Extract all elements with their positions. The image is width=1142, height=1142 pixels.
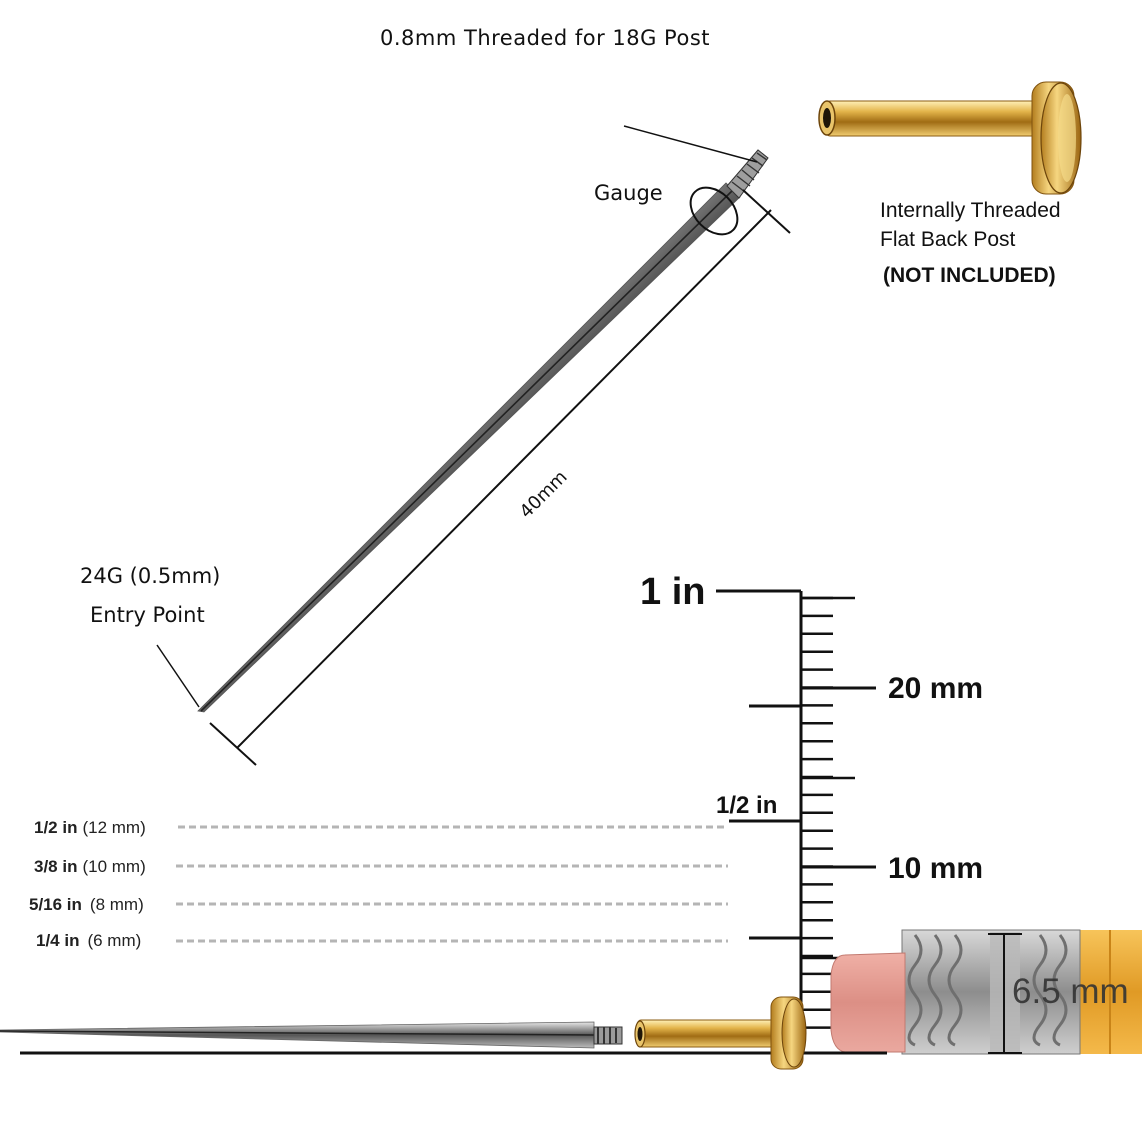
size-mm: (12 mm) [82,818,145,837]
length-label: 40mm [516,467,572,523]
svg-text:5/16 in(8 mm): 5/16 in (8 mm) [29,895,144,914]
ruler-label-1in: 1 in [640,571,705,613]
diagram-heading: 0.8mm Threaded for 18G Post [380,26,710,50]
size-row: 1/2 in (12 mm) [34,818,728,837]
ruler-label-half-in: 1/2 in [716,792,777,819]
size-inch: 5/16 in [29,895,82,914]
horizontal-taper-pin [0,1021,623,1049]
svg-text:1/2 in(12 mm): 1/2 in (12 mm) [34,818,146,837]
post-label-line2: Flat Back Post [880,228,1016,251]
ruler-label-20mm: 20 mm [888,672,983,705]
size-inch: 3/8 in [34,857,77,876]
size-inch: 1/2 in [34,818,77,837]
pencil-image [830,929,1142,1055]
pencil-dimension [988,933,1022,1054]
taper-pin [197,149,769,713]
length-dimension [209,189,791,766]
svg-text:1/4 in(6 mm): 1/4 in (6 mm) [36,931,141,950]
size-list: 1/2 in (12 mm) 3/8 in (10 mm) 5/16 in (8 mm… [29,818,728,950]
gauge-ring-icon [689,186,739,236]
post-not-included-note: (NOT INCLUDED) [883,264,1056,287]
entry-label-text: Entry Point [90,603,205,627]
entry-label-size: 24G (0.5mm) [80,564,220,588]
entry-leader-line [156,644,200,708]
size-mm: (6 mm) [87,931,141,950]
size-row: 1/4 in (6 mm) [36,931,728,950]
gauge-label: Gauge [594,181,663,205]
size-inch: 1/4 in [36,931,79,950]
svg-text:3/8 in(10 mm): 3/8 in (10 mm) [34,857,146,876]
size-row: 3/8 in (10 mm) [34,857,728,876]
threaded-tip [726,149,769,199]
pencil-size-label: 6.5 mm [1012,972,1129,1011]
ruler-label-10mm: 10 mm [888,852,983,885]
gauge-leader-line [623,125,758,163]
flat-back-post-image [818,81,1082,195]
size-row: 5/16 in (8 mm) [29,895,728,914]
post-label-line1: Internally Threaded [880,199,1061,222]
horizontal-flat-back-post [634,996,807,1070]
size-mm: (10 mm) [82,857,145,876]
ruler [716,589,876,1053]
size-mm: (8 mm) [90,895,144,914]
